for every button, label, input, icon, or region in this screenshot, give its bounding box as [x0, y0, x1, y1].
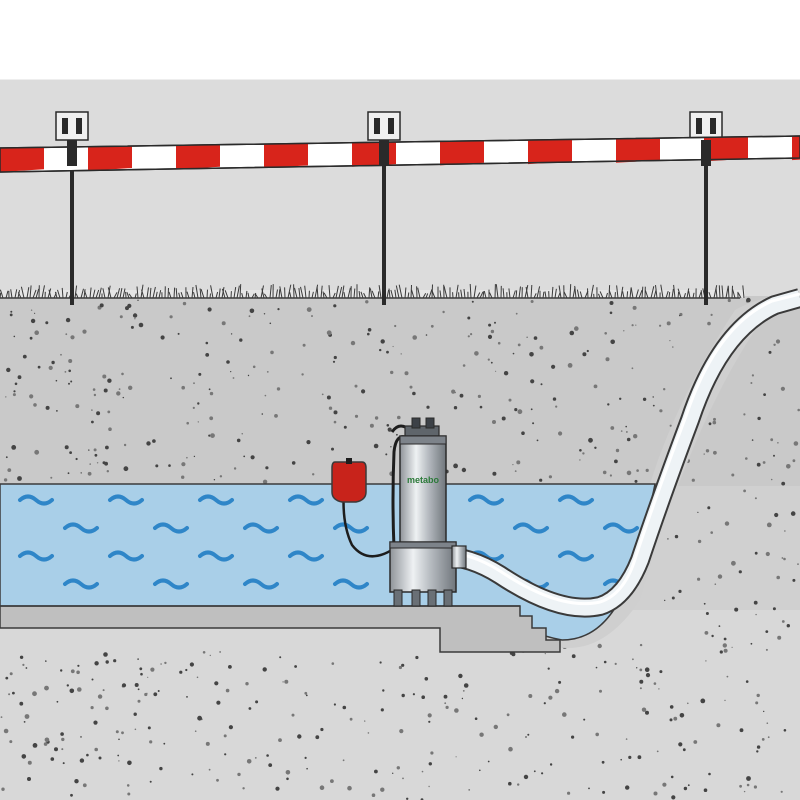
warning-tape-barrier [0, 111, 800, 305]
float-switch [331, 458, 396, 558]
grass-strip [0, 283, 745, 299]
submersible-pump: metabo [389, 417, 467, 607]
barrier-post [55, 111, 89, 305]
discharge-hose [439, 288, 800, 618]
barrier-post [689, 111, 723, 305]
barrier-post [367, 111, 401, 305]
soil-speckles [0, 297, 800, 800]
warning-tape [0, 135, 800, 173]
pump-brand-label: metabo [407, 475, 440, 485]
concrete-base [0, 605, 561, 653]
